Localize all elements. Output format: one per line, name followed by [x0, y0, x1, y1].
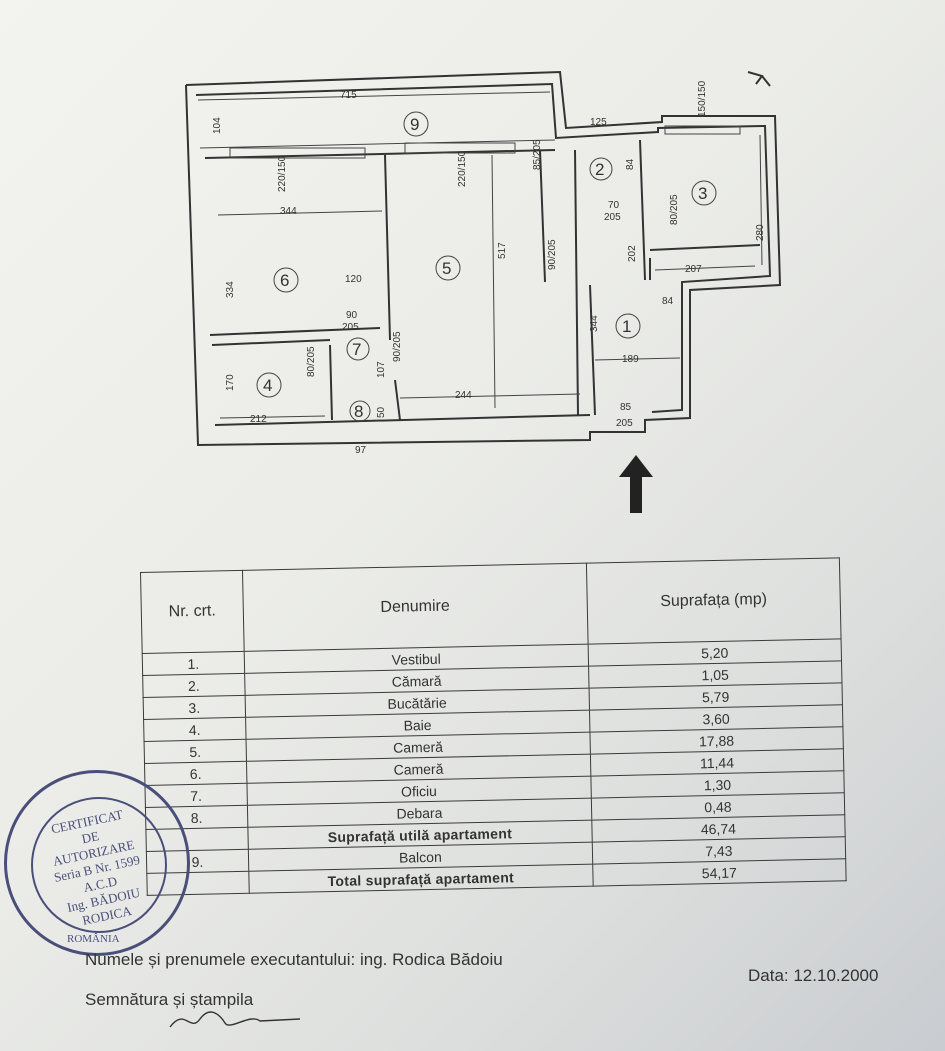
- svg-text:205: 205: [616, 418, 633, 429]
- svg-text:207: 207: [685, 264, 702, 275]
- svg-text:220/150: 220/150: [457, 150, 468, 187]
- svg-text:50: 50: [376, 406, 387, 418]
- svg-text:715: 715: [340, 90, 357, 101]
- svg-text:107: 107: [376, 361, 387, 378]
- svg-text:5: 5: [442, 259, 451, 278]
- svg-text:244: 244: [455, 390, 472, 401]
- room-label-2: 2: [589, 157, 613, 181]
- svg-text:202: 202: [627, 245, 638, 262]
- room-label-1: 1: [615, 313, 641, 339]
- room-label-7: 7: [346, 337, 370, 361]
- svg-text:80/205: 80/205: [669, 194, 680, 225]
- svg-text:189: 189: [622, 354, 639, 365]
- svg-text:104: 104: [212, 117, 223, 134]
- entrance-arrow-icon: [619, 455, 653, 513]
- handwritten-signature: [169, 1011, 301, 1028]
- svg-text:280: 280: [755, 224, 766, 241]
- window: [404, 142, 516, 154]
- svg-text:334: 334: [225, 281, 236, 298]
- official-stamp: CERTIFICAT DE AUTORIZARE Seria B Nr. 159…: [4, 770, 190, 956]
- svg-text:70: 70: [608, 200, 620, 211]
- svg-text:7: 7: [352, 340, 361, 359]
- window: [229, 147, 366, 159]
- svg-text:170: 170: [225, 374, 236, 391]
- svg-text:1: 1: [622, 317, 631, 336]
- svg-text:2: 2: [595, 160, 604, 179]
- svg-text:344: 344: [589, 315, 600, 332]
- svg-text:84: 84: [625, 158, 636, 170]
- svg-text:4: 4: [263, 376, 272, 395]
- svg-text:150/150: 150/150: [697, 80, 708, 117]
- svg-text:8: 8: [354, 402, 363, 421]
- room-label-4: 4: [256, 372, 282, 398]
- svg-text:90/205: 90/205: [547, 239, 558, 270]
- svg-text:3: 3: [698, 184, 707, 203]
- svg-text:344: 344: [280, 206, 297, 217]
- area-table: Nr. crt. Denumire Suprafața (mp) 1.Vesti…: [140, 557, 847, 896]
- room-label-6: 6: [273, 267, 299, 293]
- document-date: Data: 12.10.2000: [748, 966, 879, 985]
- svg-text:97: 97: [355, 445, 367, 456]
- room-label-5: 5: [435, 255, 461, 281]
- svg-text:9: 9: [410, 115, 419, 134]
- header-area: Suprafața (mp): [586, 557, 842, 645]
- signature-label: Semnătura și ștampila: [85, 990, 254, 1009]
- svg-text:84: 84: [662, 296, 674, 307]
- svg-text:80/205: 80/205: [306, 346, 317, 377]
- svg-text:517: 517: [497, 242, 508, 259]
- executant-name: Numele și prenumele executantului: ing. …: [85, 950, 503, 969]
- header-name: Denumire: [242, 563, 588, 652]
- window: [664, 125, 741, 135]
- svg-text:85/205: 85/205: [532, 139, 543, 170]
- svg-text:90: 90: [346, 310, 358, 321]
- svg-text:220/150: 220/150: [277, 155, 288, 192]
- svg-text:205: 205: [342, 322, 359, 333]
- svg-text:90/205: 90/205: [392, 331, 403, 362]
- svg-text:125: 125: [590, 117, 607, 128]
- room-label-9: 9: [403, 111, 429, 137]
- svg-text:212: 212: [250, 414, 267, 425]
- room-label-3: 3: [691, 180, 717, 206]
- svg-text:6: 6: [280, 271, 289, 290]
- svg-text:120: 120: [345, 274, 362, 285]
- stamp-inner-ring: [31, 797, 167, 933]
- header-nr: Nr. crt.: [140, 570, 245, 654]
- stamp-text: CERTIFICAT DE AUTORIZARE Seria B Nr. 159…: [49, 806, 142, 928]
- svg-text:205: 205: [604, 212, 621, 223]
- floor-plan: 715 104 220/150 220/150 85/205 125 150/1…: [185, 70, 782, 456]
- table-header-row: Nr. crt. Denumire Suprafața (mp): [140, 557, 842, 654]
- north-mark-icon: [747, 71, 771, 87]
- room-label-8: 8: [349, 400, 371, 422]
- svg-text:85: 85: [620, 402, 632, 413]
